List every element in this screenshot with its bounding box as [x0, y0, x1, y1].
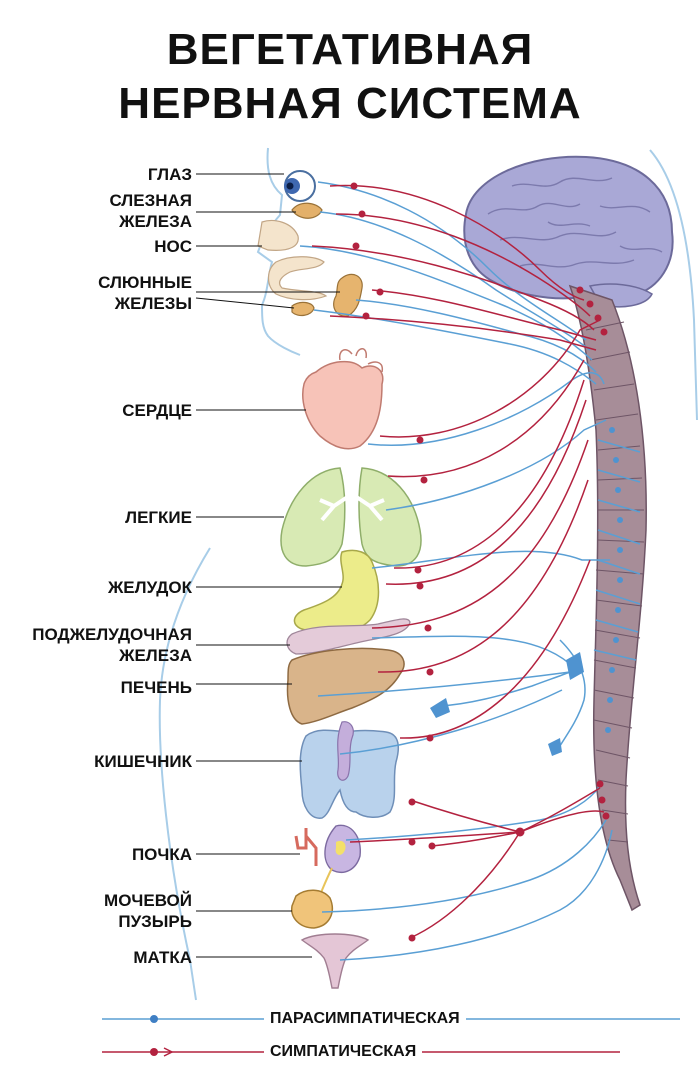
- title-line-1: ВЕГЕТАТИВНАЯ: [166, 25, 534, 74]
- label-salivary-glands-line-2: ЖЕЛЕЗЫ: [114, 294, 192, 313]
- legend-sympathetic-label: СИМПАТИЧЕСКАЯ: [264, 1042, 423, 1062]
- label-liver: ПЕЧЕНЬ: [120, 678, 192, 697]
- lungs-shape: [280, 462, 422, 567]
- parasympathetic-ganglia: [430, 427, 623, 756]
- nose-shape: [257, 219, 299, 251]
- label-intestine: КИШЕЧНИК: [94, 752, 192, 771]
- kidney-shape: [294, 824, 361, 874]
- salivary-gland-lower-shape: [291, 301, 315, 317]
- label-nose: НОС: [154, 237, 192, 256]
- salivary-gland-upper-shape: [333, 273, 363, 317]
- label-lungs: ЛЕГКИЕ: [125, 508, 192, 527]
- label-salivary-glands: СЛЮННЫЕ ЖЕЛЕЗЫ: [98, 272, 192, 314]
- sympathetic-ganglia: [350, 182, 610, 942]
- legend-parasympathetic-label: ПАРАСИМПАТИЧЕСКАЯ: [264, 1009, 466, 1029]
- label-bladder-line-2: ПУЗЫРЬ: [118, 912, 192, 931]
- label-lacrimal-gland-line-2: ЖЕЛЕЗА: [119, 212, 192, 231]
- bladder-shape: [291, 889, 334, 929]
- title-line-2: НЕРВНАЯ СИСТЕМА: [118, 79, 582, 128]
- label-salivary-glands-line-1: СЛЮННЫЕ: [98, 273, 192, 292]
- label-pancreas-line-1: ПОДЖЕЛУДОЧНАЯ: [32, 625, 192, 644]
- heart-shape: [302, 360, 384, 450]
- rectum-shape: [337, 721, 354, 781]
- lacrimal-gland-shape: [291, 202, 323, 219]
- mouth-shape: [267, 256, 328, 301]
- label-bladder-line-1: МОЧЕВОЙ: [104, 891, 192, 910]
- label-lacrimal-gland: СЛЕЗНАЯ ЖЕЛЕЗА: [109, 190, 192, 232]
- liver-shape: [286, 647, 405, 725]
- label-uterus: МАТКА: [133, 948, 192, 967]
- label-eye: ГЛАЗ: [147, 165, 192, 184]
- label-kidney: ПОЧКА: [131, 845, 192, 864]
- label-pancreas: ПОДЖЕЛУДОЧНАЯ ЖЕЛЕЗА: [32, 624, 192, 666]
- heart-vessels: [338, 348, 384, 373]
- label-leader-lines: [195, 173, 342, 958]
- label-heart: СЕРДЦЕ: [122, 401, 192, 420]
- uterus-shape: [300, 933, 370, 989]
- label-bladder: МОЧЕВОЙ ПУЗЫРЬ: [104, 890, 192, 932]
- intestine-shape: [299, 729, 400, 819]
- sympathetic-nerves: [311, 184, 605, 939]
- label-pancreas-line-2: ЖЕЛЕЗА: [119, 646, 192, 665]
- label-stomach: ЖЕЛУДОК: [107, 578, 192, 597]
- label-lacrimal-gland-line-1: СЛЕЗНАЯ: [109, 191, 192, 210]
- eye-shape: [284, 170, 316, 202]
